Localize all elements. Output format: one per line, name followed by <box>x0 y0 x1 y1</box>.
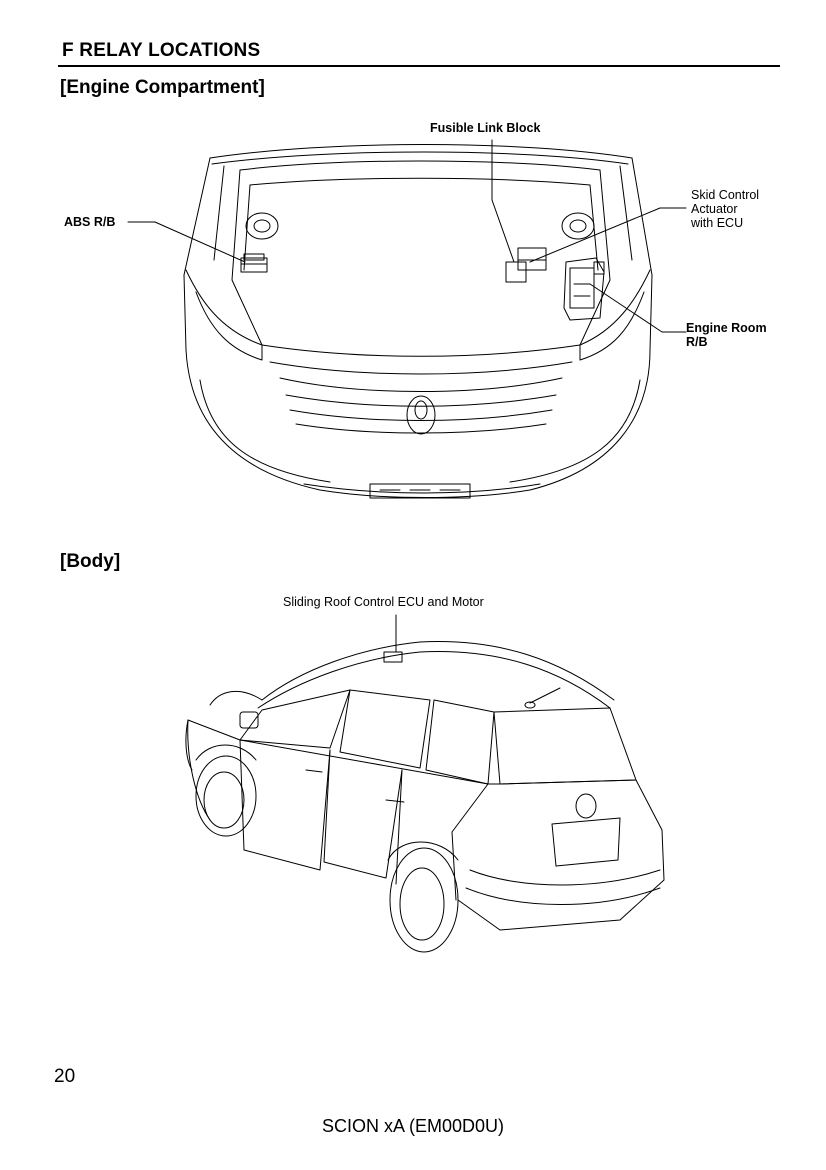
engine-room-rb-line-1: Engine Room <box>686 321 767 335</box>
body-heading: [Body] <box>60 551 121 572</box>
section-title: F RELAY LOCATIONS <box>62 40 261 61</box>
sliding-roof-label: Sliding Roof Control ECU and Motor <box>283 595 484 609</box>
engine-room-rb-label: Engine Room R/B <box>686 321 767 349</box>
abs-rb-label: ABS R/B <box>64 215 116 229</box>
skid-control-line-2: Actuator <box>691 202 738 216</box>
skid-control-line-1: Skid Control <box>691 188 760 202</box>
engine-room-rb-line-2: R/B <box>686 335 708 349</box>
fusible-link-block-label: Fusible Link Block <box>430 121 541 135</box>
skid-control-line-3: with ECU <box>691 216 744 230</box>
skid-control-label: Skid Control Actuator with ECU <box>691 188 759 230</box>
title-rule <box>58 65 780 67</box>
footer-model: SCION xA (EM00D0U) <box>321 1116 505 1136</box>
engine-compartment-heading: [Engine Compartment] <box>60 77 265 98</box>
page-number: 20 <box>54 1066 76 1087</box>
